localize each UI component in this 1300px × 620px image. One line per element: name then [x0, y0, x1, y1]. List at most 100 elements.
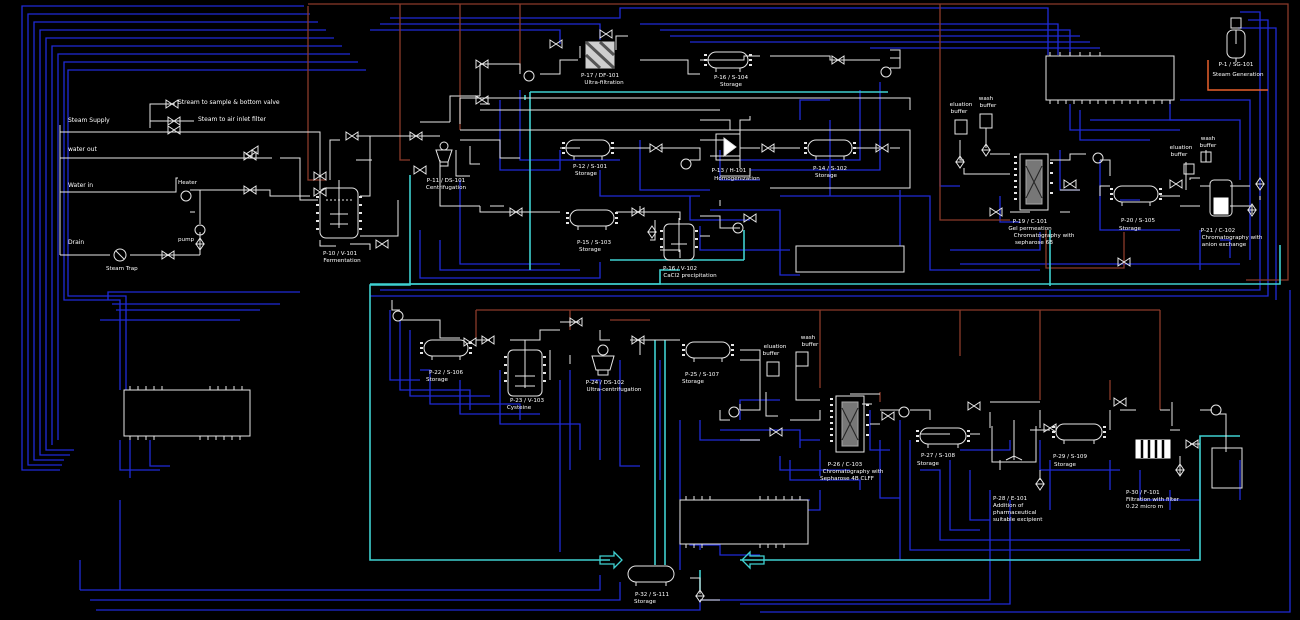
label-ds102-id: P-24 / DS-102 [585, 380, 625, 386]
label-c102-wash-1: wash [1200, 136, 1216, 142]
valves [161, 29, 1265, 603]
label-c102-wash-2: buffer [1199, 143, 1217, 149]
label-f101-detail: 0.22 micro m [1126, 504, 1164, 510]
utility-lines [21, 5, 1291, 613]
tank-s104 [707, 51, 749, 72]
label-s101-name: Storage [575, 171, 597, 177]
label-s106-name: Storage [426, 377, 448, 383]
label-c101-detail: Chromatography with [1013, 233, 1075, 239]
label-s105-name: Storage [1119, 226, 1141, 232]
label-s106-id: P-22 / S-106 [428, 370, 464, 376]
pumps [392, 66, 1222, 418]
label-c102-name: Chromatography with [1201, 235, 1263, 241]
label-e101-name: Addition of [993, 503, 1024, 509]
label-c101-name: Gel permeation [1008, 226, 1052, 232]
s111-inlet-arrows [599, 550, 765, 570]
label-c103-id: P-26 / C-103 [827, 462, 863, 468]
buffer-tank-c103-wash [795, 351, 809, 367]
label-s111-name: Storage [634, 599, 656, 605]
filter-f101 [1135, 439, 1171, 459]
label-pump: pump [178, 237, 195, 243]
control-panels [123, 52, 1175, 548]
label-s103-name: Storage [579, 247, 601, 253]
label-h101-id: P-13 / H-101 [711, 168, 747, 174]
label-v102-id: P-16 / V-102 [662, 266, 698, 272]
label-df101-name: Ultra-filtration [584, 80, 624, 86]
label-c101-elution-2: buffer [950, 109, 968, 115]
fermenter-v101 [319, 180, 359, 239]
label-h101-name: Homogenization [714, 176, 760, 182]
label-steam-supply: Steam Supply [68, 117, 110, 124]
buffer-tank-c102-wash [1200, 151, 1212, 163]
label-s104-id: P-16 / S-104 [713, 75, 749, 81]
buffer-tank-c103-elution [766, 361, 780, 377]
label-v101-name: Fermentation [323, 258, 361, 264]
tank-s102 [807, 139, 853, 160]
label-c101-elution-1: eluation [949, 102, 973, 108]
label-s101-id: P-12 / S-101 [572, 164, 608, 170]
brown-header-lines [307, 3, 1289, 410]
label-steam-trap: Steam Trap [106, 266, 138, 272]
label-s103-id: P-15 / S-103 [576, 240, 612, 246]
centrifuge-ds102 [591, 344, 615, 376]
nozzle-stubs [316, 54, 1162, 442]
label-c103-elution-1: eluation [763, 344, 787, 350]
label-drain: Drain [68, 239, 85, 246]
label-sg101-name: Steam Generation [1212, 72, 1264, 78]
label-c103-name: Chromatography with [822, 469, 884, 475]
label-ds101-name: Centrifugation [425, 185, 467, 191]
label-v103-name: Cysteine [506, 405, 532, 411]
label-c103-wash-1: wash [800, 335, 816, 341]
label-sg101-id: P-1 / SG-101 [1218, 62, 1254, 68]
label-c102-detail: anion exchange [1201, 242, 1247, 248]
label-s107-name: Storage [682, 379, 704, 385]
label-e101-detail: pharmaceutical [993, 510, 1037, 516]
label-stream-sample: Stream to sample & bottom valve [178, 99, 280, 106]
control-panel-left [123, 386, 251, 440]
label-df101-id: P-17 / DF-101 [580, 73, 620, 79]
label-s105-id: P-20 / S-105 [1120, 218, 1156, 224]
tank-s103 [569, 209, 615, 230]
label-c102-elution-1: eluation [1169, 145, 1193, 151]
tank-s107 [685, 341, 731, 362]
label-s102-id: P-14 / S-102 [812, 166, 848, 172]
label-c101-resin: sepharose 6B [1014, 240, 1054, 246]
label-e101-excipient: suitable excipient [993, 517, 1043, 523]
tank-s111 [627, 565, 675, 586]
tank-s108 [919, 427, 967, 448]
product-tank-final [1211, 447, 1243, 489]
mixer-e101 [991, 420, 1037, 463]
tank-s106 [423, 339, 469, 360]
label-c103-elution-2: buffer [762, 351, 780, 357]
label-v101-id: P-10 / V-101 [322, 251, 358, 257]
steam-generator-sg101 [1226, 17, 1246, 62]
control-panel-middle [795, 245, 905, 273]
label-s108-name: Storage [917, 461, 939, 467]
buffer-tank-c101-wash [979, 113, 993, 129]
label-c102-id: P-21 / C-102 [1200, 228, 1236, 234]
equipment [113, 17, 1268, 603]
label-ds102-name: Ultra-centrifugation [586, 387, 642, 393]
label-c101-id: P-19 / C-101 [1012, 219, 1048, 225]
column-c103 [835, 395, 865, 453]
label-c103-wash-2: buffer [801, 342, 819, 348]
buffer-tank-c102-elution [1183, 163, 1195, 175]
label-e101-id: P-28 / E-101 [993, 496, 1028, 502]
steam-generator-frame [1207, 60, 1268, 91]
control-panel-top-right [1045, 52, 1175, 104]
label-water-in: Water in [68, 182, 94, 189]
label-stream-filter: Steam to air inlet filter [198, 116, 266, 123]
label-s109-name: Storage [1054, 462, 1076, 468]
label-s111-id: P-32 / S-111 [634, 592, 670, 598]
control-panel-bottom [679, 496, 809, 548]
label-c102-elution-2: buffer [1170, 152, 1188, 158]
label-f101-id: P-30 / F-101 [1126, 490, 1160, 496]
label-s109-id: P-29 / S-109 [1052, 454, 1088, 460]
buffer-tank-c101-elution [954, 119, 968, 135]
heater-pump-left [113, 190, 206, 262]
label-f101-name: Filtration with filter [1126, 497, 1179, 503]
label-v102-name: CaCl2 precipitation [663, 273, 717, 279]
label-ds101-id: P-11 / DS-101 [426, 178, 466, 184]
centrifuge-ds101 [435, 141, 453, 167]
homogenizer-h101 [715, 133, 741, 161]
